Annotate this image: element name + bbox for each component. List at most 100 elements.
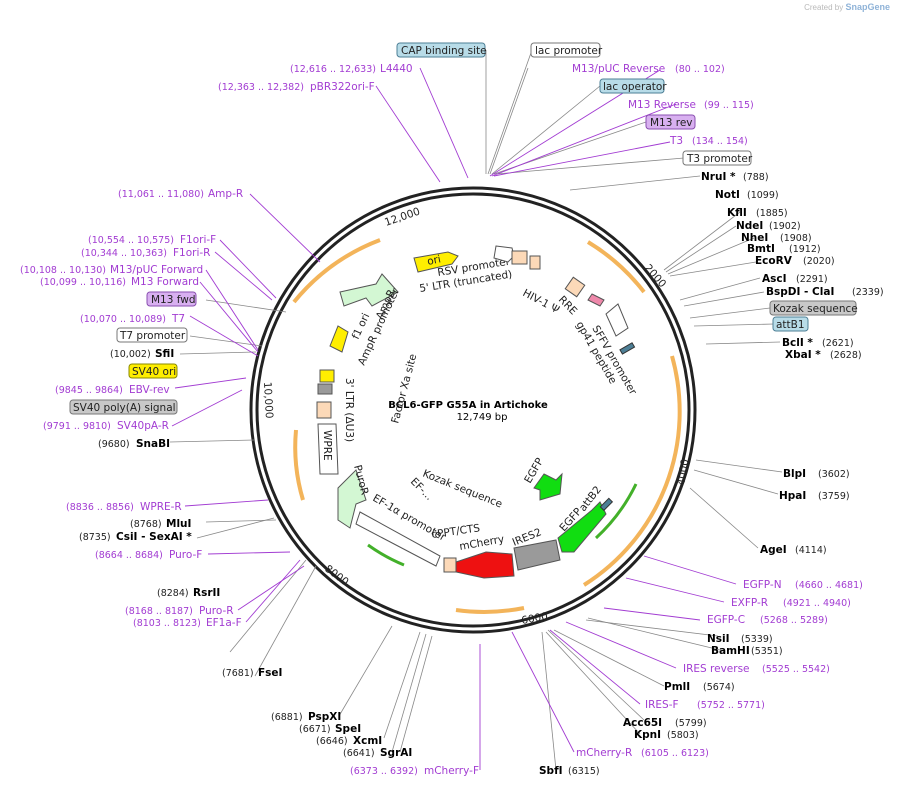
m13-forward-label: M13 Forward — [131, 276, 199, 288]
tick-10000: 10,000 — [261, 382, 275, 419]
m13-rev-box — [645, 114, 696, 130]
map-length: 12,749 bp — [457, 412, 508, 423]
m13-reverse-label: M13 Reverse — [628, 99, 696, 111]
lac-operator-box — [599, 78, 665, 94]
m13-fwd-label: M13 fwd — [151, 294, 196, 306]
puro-f-pos: (8664 .. 8684) — [95, 550, 163, 561]
ebv-rev-pos: (9845 .. 9864) — [55, 385, 123, 396]
fsei-pos: (7681) — [222, 668, 254, 679]
kpni-pos: (5803) — [667, 730, 699, 741]
bmti-pos: (1912) — [789, 244, 821, 255]
sgrai-label: SgrAI — [380, 747, 412, 759]
snapgene-credit: Created by SnapGene — [804, 2, 890, 12]
exfp-r-label: EXFP-R — [731, 597, 768, 609]
nrui-label: NruI * — [701, 171, 736, 183]
t3-label: T3 — [669, 135, 683, 147]
pspxi-label: PspXI — [308, 711, 341, 723]
ires-reverse-label: IRES reverse — [683, 663, 750, 675]
xcmi-label: XcmI — [353, 735, 382, 747]
ires-f-label: IRES-F — [645, 699, 679, 711]
cppt-feature — [443, 557, 457, 573]
amp-r-pos: (11,061 .. 11,080) — [118, 189, 204, 200]
ef1a-promoter-feature — [355, 511, 441, 567]
lac-operator-label: lac operator — [603, 81, 667, 93]
leader-lines — [169, 49, 783, 771]
mlui-pos: (8768) — [130, 519, 162, 530]
asci-pos: (2291) — [796, 274, 828, 285]
lac-promoter-label: lac promoter — [535, 45, 603, 57]
green-arc-bottom — [367, 543, 405, 567]
ires-reverse-pos: (5525 .. 5542) — [762, 664, 830, 675]
kozak-inner-label: Kozak sequence — [421, 468, 504, 511]
t7-pos: (10,070 .. 10,089) — [80, 314, 166, 325]
ef1a-f-label: EF1a-F — [206, 617, 242, 629]
bamhi-label: BamHI — [711, 645, 750, 657]
snabi-pos: (9680) — [98, 439, 130, 450]
gp41-feature — [587, 293, 605, 307]
sfii-pos: (10,002) — [110, 349, 151, 360]
sv40-polya-feature — [317, 383, 333, 395]
kfli-pos: (1885) — [756, 208, 788, 219]
orf-arc-left — [293, 429, 305, 501]
puro-r-label: Puro-R — [199, 605, 234, 617]
noti-label: NotI — [715, 189, 740, 201]
spei-pos: (6671) — [299, 724, 331, 735]
exfp-r-pos: (4921 .. 4940) — [783, 598, 851, 609]
orf-arc-bottom — [455, 606, 525, 614]
ires2-feature — [513, 539, 561, 571]
sfii-label: SfiI — [155, 348, 174, 360]
t7-promoter-label: T7 promoter — [119, 330, 186, 342]
sgrai-pos: (6641) — [343, 748, 375, 759]
cap-binding-box — [396, 42, 486, 58]
orf-arcs — [292, 238, 682, 614]
t7-label: T7 — [171, 313, 185, 325]
m13-forward-pos: (10,099 .. 10,116) — [40, 277, 126, 288]
f1ori-f-pos: (10,554 .. 10,575) — [88, 235, 174, 246]
m13puc-rev-label: M13/pUC Reverse — [572, 63, 665, 75]
attb1-feature — [619, 342, 636, 355]
t3-promoter-box — [682, 150, 752, 166]
m13puc-fwd-label: M13/pUC Forward — [110, 264, 203, 276]
pbr322-pos: (12,363 .. 12,382) — [218, 82, 304, 93]
sv40-ori-box — [128, 363, 178, 379]
mlui-label: MluI — [166, 518, 191, 530]
hiv-psi-label: HIV-1 Ψ — [521, 287, 562, 316]
hpai-label: HpaI — [779, 490, 806, 502]
rsv-promoter-feature — [493, 245, 515, 263]
wpre-r-label: WPRE-R — [140, 501, 182, 513]
lac-promoter-box — [530, 42, 601, 58]
t7-promoter-box — [116, 327, 188, 343]
outer-labels: CAP binding site lac promoter (12,616 ..… — [20, 42, 884, 777]
mcherry-r-label: mCherry-R — [576, 747, 632, 759]
f1ori-r-pos: (10,344 .. 10,363) — [81, 248, 167, 259]
sffv-promoter-feature — [605, 303, 629, 337]
nsii-label: NsiI — [707, 633, 730, 645]
tick-6000: 6000 — [520, 610, 548, 626]
egfp-n-label: EGFP-N — [743, 579, 782, 591]
rre-feature — [564, 276, 586, 298]
puro-f-label: Puro-F — [169, 549, 202, 561]
ltr3-feature — [316, 401, 332, 419]
f1-ori-feature — [329, 325, 349, 353]
nsii-pos: (5339) — [741, 634, 773, 645]
egfp-c-pos: (5268 .. 5289) — [760, 615, 828, 626]
cap-binding-label: CAP binding site — [401, 45, 487, 57]
wpre-r-pos: (8836 .. 8856) — [66, 502, 134, 513]
ltr3-label: 3' LTR (ΔU3) — [343, 378, 355, 442]
ires-f-pos: (5752 .. 5771) — [697, 700, 765, 711]
f1ori-f-label: F1ori-F — [180, 234, 216, 246]
rsrii-pos: (8284) — [157, 588, 189, 599]
agei-pos: (4114) — [795, 545, 827, 556]
puror-feature — [337, 469, 367, 529]
nrui-pos: (788) — [743, 172, 769, 183]
bamhi-pos: (5351) — [751, 646, 783, 657]
pbr322-label: pBR322ori-F — [310, 81, 375, 93]
green-arc-right — [594, 483, 638, 540]
fsei-label: FseI — [258, 667, 282, 679]
sv40-ori-label: SV40 ori — [132, 366, 176, 378]
csii-pos: (8735) — [79, 532, 111, 543]
l4440-label: L4440 — [380, 63, 413, 75]
mcherry-feature — [455, 551, 515, 579]
agei-label: AgeI — [760, 544, 787, 556]
xcmi-pos: (6646) — [316, 736, 348, 747]
